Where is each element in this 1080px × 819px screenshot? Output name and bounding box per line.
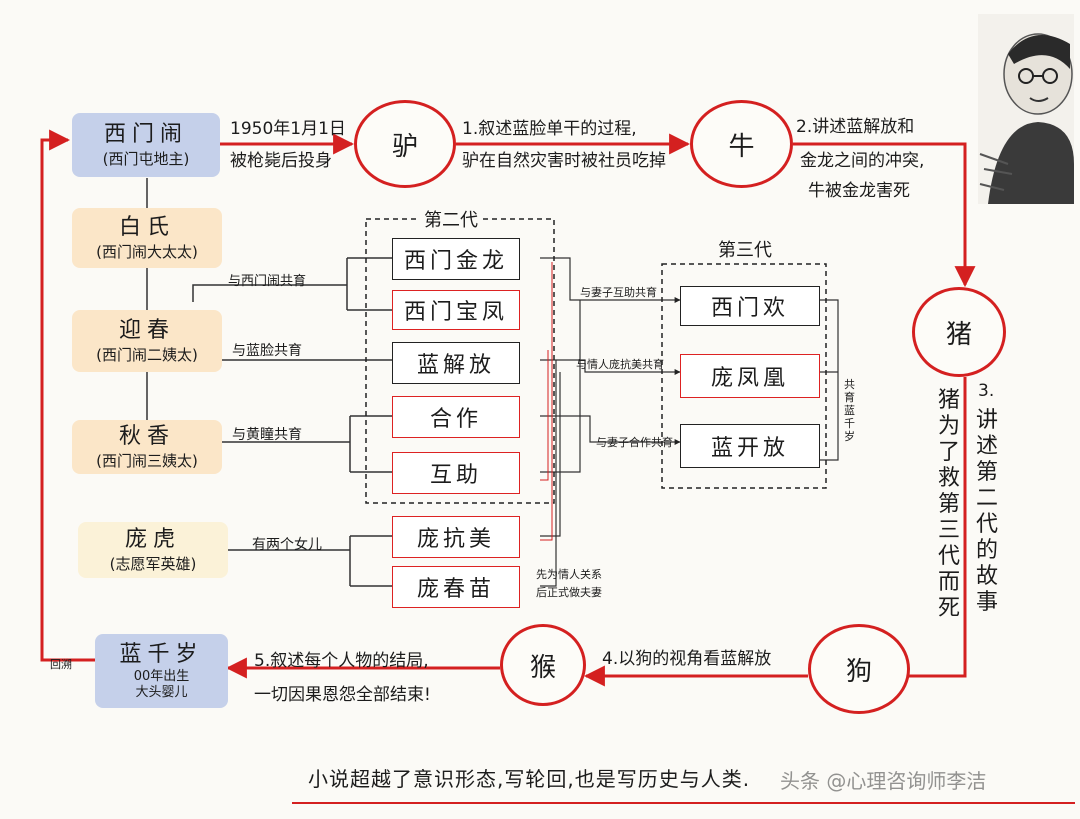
person-desc: (西门闹二姨太) xyxy=(96,346,198,364)
circle-dog: 狗 xyxy=(808,624,910,714)
watermark: 头条 @心理咨询师李洁 xyxy=(780,769,987,793)
circle-pig: 猪 xyxy=(912,287,1006,377)
person-name: 秋香 xyxy=(118,424,175,449)
narration-2-line2: 金龙之间的冲突, xyxy=(800,151,925,171)
gen3-member: 西门欢 xyxy=(680,286,820,326)
circle-donkey: 驴 xyxy=(354,100,456,188)
circle-ox: 牛 xyxy=(690,100,793,188)
generation2-title: 第二代 xyxy=(420,206,482,232)
relation-label: 先为情人关系 xyxy=(536,568,602,581)
generation3-title: 第三代 xyxy=(714,236,776,262)
narration-5-line2: 一切因果恩怨全部结束! xyxy=(254,685,431,705)
author-portrait xyxy=(978,14,1074,204)
person-name: 西门闹 xyxy=(103,122,188,147)
relation-label: 与妻子互助共育 xyxy=(580,286,657,299)
person-baishi: 白氏 (西门闹大太太) xyxy=(72,208,222,268)
person-qiuxiang: 秋香 (西门闹三姨太) xyxy=(72,420,222,474)
gen3-member: 庞凤凰 xyxy=(680,354,820,398)
narration-3-label: 3. xyxy=(978,381,995,401)
person-name: 迎春 xyxy=(118,318,175,343)
person-ximennao: 西门闹 (西门屯地主) xyxy=(72,113,220,177)
gen2-member: 西门金龙 xyxy=(392,238,520,280)
circle-monkey: 猴 xyxy=(500,624,586,706)
narration-0-line1: 1950年1月1日 xyxy=(230,119,346,139)
narration-1-line2: 驴在自然灾害时被社员吃掉 xyxy=(462,151,666,171)
person-lanqiansui: 蓝千岁 00年出生 大头婴儿 xyxy=(95,634,228,708)
person-desc: (西门屯地主) xyxy=(102,150,190,168)
relation-label: 后正式做夫妻 xyxy=(536,586,602,599)
narration-3-column1: 讲述第二代的故事 xyxy=(975,408,998,615)
person-desc: 大头婴儿 xyxy=(135,685,188,700)
gen2-member: 合作 xyxy=(392,396,520,438)
person-desc: (志愿军英雄) xyxy=(109,555,197,573)
narration-0-line2: 被枪毙后投身 xyxy=(230,151,332,171)
person-desc: 00年出生 xyxy=(133,669,190,684)
narration-2-line3: 牛被金龙害死 xyxy=(808,181,910,201)
gen2-member: 互助 xyxy=(392,452,520,494)
relation-label: 与情人庞抗美共育 xyxy=(576,358,664,371)
person-name: 白氏 xyxy=(118,215,175,240)
gen2-member: 蓝解放 xyxy=(392,342,520,384)
person-desc: (西门闹三姨太) xyxy=(96,452,198,470)
person-desc: (西门闹大太太) xyxy=(96,243,198,261)
person-panghu: 庞虎 (志愿军英雄) xyxy=(78,522,228,578)
relation-label: 与蓝脸共育 xyxy=(232,343,302,359)
relation-label: 与西门闹共育 xyxy=(228,274,307,289)
person-name: 蓝千岁 xyxy=(119,642,204,667)
relation-label: 与妻子合作共育 xyxy=(596,436,673,449)
relation-label: 有两个女儿 xyxy=(252,537,322,553)
person-name: 庞虎 xyxy=(124,527,181,552)
narration-3-column2: 猪为了救第三代而死 xyxy=(937,388,960,621)
relation-label: 共育蓝千岁 xyxy=(844,378,855,443)
narration-4: 4.以狗的视角看蓝解放 xyxy=(602,649,772,669)
gen3-member: 蓝开放 xyxy=(680,424,820,468)
panghu-daughter: 庞春苗 xyxy=(392,566,520,608)
relation-label: 与黄瞳共育 xyxy=(232,427,302,443)
return-label: 回溯 xyxy=(50,658,72,671)
narration-2-line1: 2.讲述蓝解放和 xyxy=(796,117,915,137)
panghu-daughter: 庞抗美 xyxy=(392,516,520,558)
footer-summary: 小说超越了意识形态,写轮回,也是写历史与人类. xyxy=(308,767,751,791)
narration-5-line1: 5.叙述每个人物的结局, xyxy=(254,651,429,671)
gen2-member: 西门宝凤 xyxy=(392,290,520,330)
person-yingchun: 迎春 (西门闹二姨太) xyxy=(72,310,222,372)
narration-1-line1: 1.叙述蓝脸单干的过程, xyxy=(462,119,637,139)
